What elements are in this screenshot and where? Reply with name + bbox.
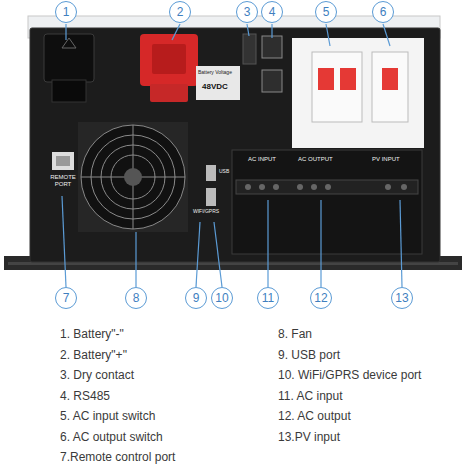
callout-circle: 4 xyxy=(261,1,283,23)
callout-circle: 3 xyxy=(236,1,258,23)
legend-item: 6. AC output switch xyxy=(60,431,163,445)
callout-number: 11 xyxy=(262,292,274,304)
ports xyxy=(52,152,216,206)
callout-number: 6 xyxy=(380,6,387,18)
legend-item: 3. Dry contact xyxy=(60,369,134,383)
callout-circle: 13 xyxy=(391,287,413,309)
callout-number: 4 xyxy=(269,6,276,18)
callout-number: 13 xyxy=(395,292,408,304)
terminal-label: PV INPUT xyxy=(372,156,400,163)
legend-item: 9. USB port xyxy=(278,349,340,363)
breaker-panel xyxy=(292,38,424,148)
callout-number: 10 xyxy=(215,292,228,304)
callout-number: 12 xyxy=(314,292,327,304)
terminal-label: AC OUTPUT xyxy=(298,156,333,163)
callout-number: 9 xyxy=(193,292,200,304)
callout-circle: 7 xyxy=(55,287,77,309)
callout-circle: 2 xyxy=(169,1,191,23)
port-label: REMOTE PORT xyxy=(44,174,82,188)
callout-number: 8 xyxy=(133,292,140,304)
terminal-block xyxy=(232,150,422,254)
plate-text: 48VDC xyxy=(202,82,228,91)
callout-number: 5 xyxy=(323,6,330,18)
callout-circle: 8 xyxy=(125,287,147,309)
plate-text: Battery Voltage xyxy=(198,70,232,76)
terminal-label: AC INPUT xyxy=(248,156,276,163)
legend-item: 2. Battery"+" xyxy=(60,349,127,363)
callout-circle: 10 xyxy=(211,287,233,309)
legend-item: 7.Remote control port xyxy=(60,451,175,465)
callout-circle: 9 xyxy=(185,287,207,309)
callout-number: 2 xyxy=(177,6,184,18)
callout-circle: 5 xyxy=(315,1,337,23)
leader-lines xyxy=(62,24,402,287)
legend-item: 10. WiFi/GPRS device port xyxy=(278,369,421,383)
battery-plate xyxy=(196,66,240,100)
dry-contact-and-rs485-ports xyxy=(243,34,282,92)
legend-item: 1. Battery"-" xyxy=(60,328,124,342)
port-label: USB xyxy=(219,169,229,175)
port-label: WIFI/GPRS xyxy=(193,209,219,215)
callout-number: 1 xyxy=(63,6,70,18)
callout-circle: 11 xyxy=(257,287,279,309)
callout-circle: 1 xyxy=(55,1,77,23)
callout-circle: 12 xyxy=(310,287,332,309)
callout-number: 7 xyxy=(63,292,70,304)
callout-number: 3 xyxy=(244,6,251,18)
legend-item: 12. AC output xyxy=(278,410,351,424)
legend-item: 11. AC input xyxy=(278,390,343,404)
chassis xyxy=(4,16,462,270)
callout-circle: 6 xyxy=(372,1,394,23)
legend-item: 13.PV input xyxy=(278,431,340,445)
battery-negative-terminal xyxy=(44,34,94,102)
fan xyxy=(78,122,188,232)
battery-positive-terminal xyxy=(140,34,198,102)
legend-item: 8. Fan xyxy=(278,328,312,342)
legend-item: 4. RS485 xyxy=(60,390,110,404)
legend-item: 5. AC input switch xyxy=(60,410,155,424)
